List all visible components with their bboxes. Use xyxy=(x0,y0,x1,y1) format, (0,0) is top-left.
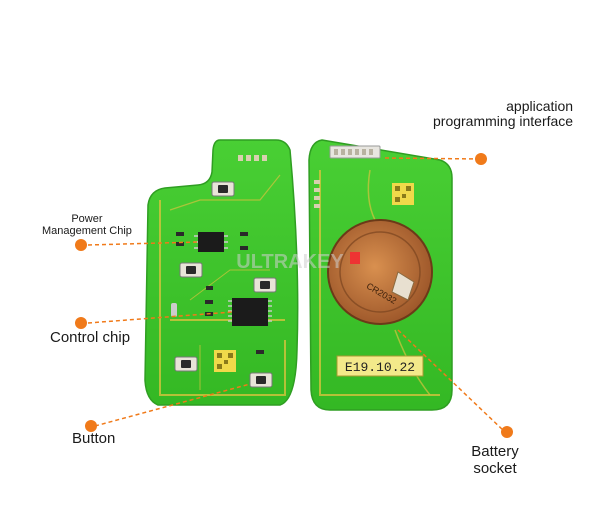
power-management-chip xyxy=(194,232,228,252)
battery-label-line2: socket xyxy=(473,459,517,477)
socket-clip xyxy=(391,271,415,301)
api-label: application programming interface xyxy=(433,98,574,130)
power-chip-label: Power Management Chip xyxy=(42,213,132,237)
battery-label-line1: Battery xyxy=(471,443,519,460)
left-crystal xyxy=(171,303,177,317)
api-callout-dot xyxy=(475,153,487,165)
battery-socket-label: Battery socket xyxy=(455,443,535,477)
tactile-button-3 xyxy=(253,277,277,293)
api-label-line1: application xyxy=(506,98,574,114)
api-label-line2: programming interface xyxy=(433,113,574,130)
left-qr-code xyxy=(214,350,236,372)
api-callout-line xyxy=(384,157,481,160)
button-callout-dot xyxy=(85,420,97,432)
button-callout-line xyxy=(94,383,251,427)
tactile-button-4 xyxy=(174,356,198,372)
battery-socket: CR2032 xyxy=(327,219,433,325)
tactile-button-2 xyxy=(179,262,203,278)
tactile-button-5 xyxy=(249,372,273,388)
control-chip-label: Control chip xyxy=(50,329,131,346)
power-chip-callout-line xyxy=(87,241,199,246)
button-label: Button xyxy=(72,430,116,447)
right-qr-code xyxy=(392,183,414,205)
power-chip-callout-dot xyxy=(75,239,87,251)
date-code-sticker: E19.10.22 xyxy=(336,355,424,377)
control-chip-callout-line xyxy=(87,311,233,324)
power-chip-label-line1: Power xyxy=(71,213,103,225)
battery-callout-dot xyxy=(501,426,513,438)
left-pcb-board xyxy=(144,139,299,406)
date-code-text: E19.10.22 xyxy=(345,360,415,375)
left-top-connector-pads xyxy=(238,155,267,161)
control-chip-callout-dot xyxy=(75,317,87,329)
watermark-text: ULTRAKEY xyxy=(236,251,344,273)
api-connector xyxy=(329,145,381,159)
socket-marker xyxy=(350,252,360,264)
control-chip xyxy=(228,298,272,326)
power-chip-label-line2: Management Chip xyxy=(42,225,132,238)
battery-callout-line xyxy=(397,329,506,433)
right-pcb-board: CR2032 E19.10.22 xyxy=(308,139,453,411)
tactile-button-1 xyxy=(211,181,235,197)
right-side-pads xyxy=(314,180,320,208)
